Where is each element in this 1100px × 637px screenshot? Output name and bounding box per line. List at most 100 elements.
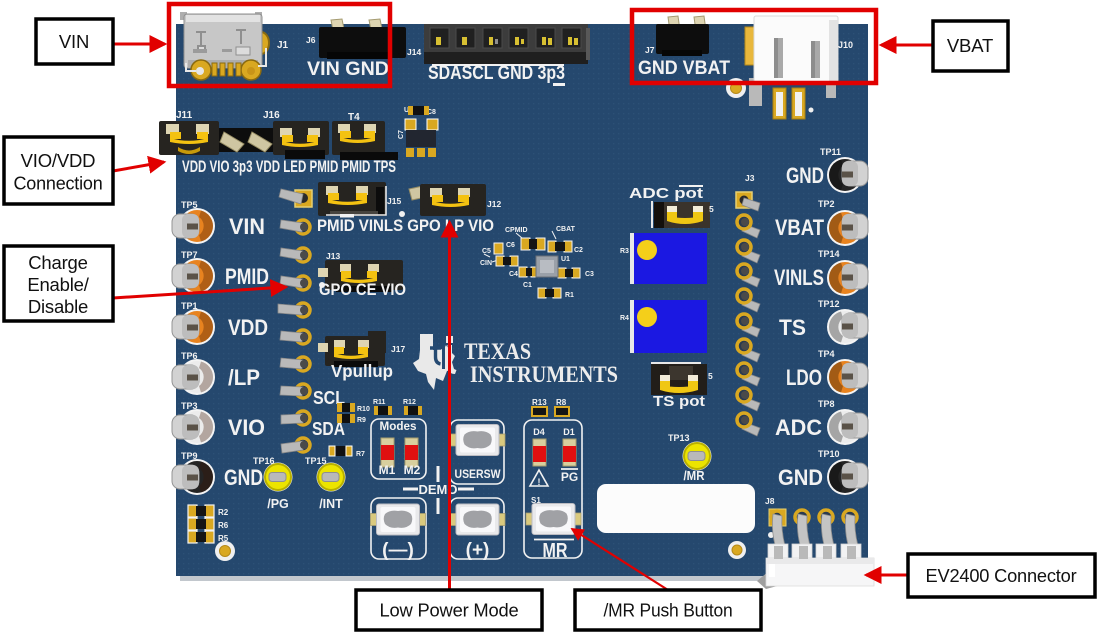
- svg-text:C4: C4: [509, 271, 518, 278]
- svg-text:VBAT: VBAT: [947, 35, 993, 56]
- svg-text:R5: R5: [218, 534, 229, 543]
- svg-text:Connection: Connection: [14, 173, 103, 194]
- svg-text:PMID VINLS GPO LP VIO: PMID VINLS GPO LP VIO: [317, 217, 494, 235]
- svg-text:VIN: VIN: [229, 214, 265, 239]
- svg-text:J12: J12: [487, 199, 501, 209]
- svg-text:J6: J6: [306, 35, 316, 45]
- svg-text:CIN: CIN: [480, 260, 492, 267]
- svg-text:J17: J17: [391, 344, 405, 354]
- svg-text:U1: U1: [561, 256, 570, 263]
- svg-text:VIN: VIN: [59, 31, 89, 52]
- svg-text:TP14: TP14: [818, 249, 840, 259]
- svg-text:TS pot: TS pot: [653, 393, 705, 410]
- svg-text:TP4: TP4: [818, 349, 835, 359]
- svg-text:(+): (+): [466, 540, 490, 561]
- svg-text:Charge: Charge: [28, 252, 87, 273]
- svg-text:J13: J13: [326, 251, 340, 261]
- svg-text:TP3: TP3: [181, 401, 198, 411]
- svg-text:J8: J8: [765, 496, 775, 506]
- svg-text:TEXAS: TEXAS: [464, 339, 531, 364]
- svg-text:R12: R12: [403, 399, 416, 406]
- svg-text:MR: MR: [543, 539, 568, 562]
- svg-text:SDA: SDA: [312, 419, 345, 439]
- svg-text:ADC pot: ADC pot: [629, 185, 703, 202]
- svg-text:VINLS: VINLS: [774, 265, 824, 290]
- svg-text:TP15: TP15: [305, 456, 327, 466]
- svg-text:SDASCL GND 3p3: SDASCL GND 3p3: [428, 62, 565, 84]
- svg-text:CBAT: CBAT: [556, 226, 576, 233]
- svg-text:/PG: /PG: [267, 497, 289, 511]
- svg-text:TP8: TP8: [818, 399, 835, 409]
- svg-text:R13: R13: [532, 398, 547, 407]
- svg-text:S1: S1: [531, 496, 541, 505]
- svg-text:J11: J11: [176, 110, 193, 121]
- svg-text:TP9: TP9: [181, 451, 198, 461]
- svg-text:Modes: Modes: [380, 419, 417, 433]
- svg-text:ADC: ADC: [775, 415, 822, 440]
- svg-text:TP7: TP7: [181, 250, 198, 260]
- svg-text:J7: J7: [645, 45, 655, 55]
- svg-text:(—): (—): [382, 540, 414, 561]
- svg-text:TP13: TP13: [668, 433, 690, 443]
- svg-text:EV2400 Connector: EV2400 Connector: [926, 565, 1077, 586]
- svg-text:R4: R4: [620, 315, 629, 322]
- svg-text:USERSW: USERSW: [455, 467, 502, 481]
- svg-text:VIO: VIO: [228, 415, 265, 440]
- svg-text:TP1: TP1: [181, 301, 198, 311]
- svg-text:/MR Push Button: /MR Push Button: [604, 600, 733, 621]
- svg-text:PG: PG: [561, 470, 578, 484]
- svg-text:C6: C6: [506, 242, 515, 249]
- svg-text:5: 5: [708, 371, 713, 381]
- svg-text:J15: J15: [387, 196, 401, 206]
- svg-text:R6: R6: [218, 521, 229, 530]
- svg-text:C1: C1: [523, 282, 532, 289]
- svg-text:R10: R10: [357, 406, 370, 413]
- svg-text:TP2: TP2: [818, 199, 835, 209]
- svg-text:J1: J1: [277, 40, 289, 51]
- svg-text:R7: R7: [356, 451, 365, 458]
- svg-text:TP5: TP5: [181, 200, 198, 210]
- svg-text:Disable: Disable: [28, 296, 88, 317]
- svg-text:DEMO: DEMO: [419, 482, 458, 497]
- svg-text:J16: J16: [263, 110, 280, 121]
- svg-text:TS: TS: [779, 315, 806, 340]
- svg-text:R1: R1: [565, 292, 574, 299]
- svg-text:R8: R8: [556, 398, 567, 407]
- svg-text:D4: D4: [533, 427, 545, 437]
- svg-text:C5: C5: [482, 248, 491, 255]
- svg-text:D1: D1: [563, 427, 575, 437]
- svg-text:GND: GND: [224, 465, 263, 490]
- svg-text:R11: R11: [373, 399, 386, 406]
- svg-text:TP6: TP6: [181, 351, 198, 361]
- svg-text:VIO/VDD: VIO/VDD: [21, 150, 96, 171]
- svg-text:5: 5: [709, 204, 714, 214]
- svg-text:VIN GND: VIN GND: [307, 58, 389, 80]
- svg-text:INSTRUMENTS: INSTRUMENTS: [470, 362, 618, 387]
- svg-text:/MR: /MR: [684, 468, 706, 483]
- svg-text:VBAT: VBAT: [775, 215, 824, 240]
- svg-text:GND: GND: [786, 163, 824, 188]
- svg-text:R2: R2: [218, 508, 229, 517]
- svg-text:GPO CE VIO: GPO CE VIO: [319, 280, 406, 299]
- svg-text:T4: T4: [348, 112, 360, 123]
- svg-text:LDO: LDO: [786, 365, 822, 390]
- svg-text:C2: C2: [574, 247, 583, 254]
- svg-text:J14: J14: [407, 47, 421, 57]
- svg-text:TP10: TP10: [818, 449, 840, 459]
- svg-text:C8: C8: [427, 109, 436, 116]
- svg-text:M2: M2: [404, 463, 421, 477]
- svg-text:PMID: PMID: [225, 264, 269, 289]
- svg-text:C3: C3: [585, 271, 594, 278]
- svg-text:GND: GND: [778, 465, 823, 490]
- svg-text:CPMID: CPMID: [505, 227, 528, 234]
- svg-text:Enable/: Enable/: [27, 274, 89, 295]
- svg-text:R3: R3: [620, 248, 629, 255]
- svg-text:J3: J3: [745, 173, 755, 183]
- svg-text:/LP: /LP: [228, 365, 260, 390]
- svg-text:TP16: TP16: [253, 456, 275, 466]
- svg-text:M1: M1: [379, 463, 396, 477]
- svg-text:C7: C7: [398, 130, 405, 139]
- svg-text:J10: J10: [838, 40, 853, 50]
- svg-text:/INT: /INT: [319, 497, 343, 511]
- svg-text:VDD: VDD: [228, 315, 268, 340]
